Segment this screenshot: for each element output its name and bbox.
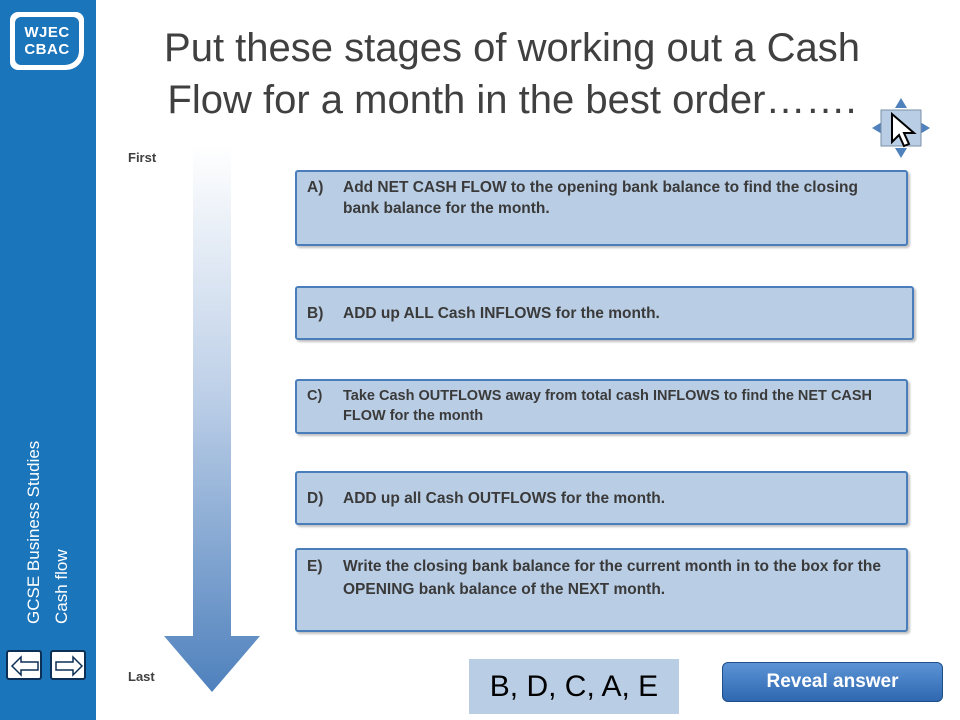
step-letter: D)	[307, 490, 324, 507]
previous-slide-button[interactable]	[6, 650, 42, 680]
step-card-c[interactable]: C) Take Cash OUTFLOWS away from total ca…	[295, 379, 908, 434]
subject-label: GCSE Business Studies	[24, 440, 43, 624]
left-arrow-icon	[10, 655, 39, 677]
wjec-cbac-logo: WJEC CBAC	[10, 12, 84, 70]
step-card-d[interactable]: D) ADD up all Cash OUTFLOWS for the mont…	[295, 471, 908, 525]
step-text: Add NET CASH FLOW to the opening bank ba…	[343, 179, 858, 217]
slide-title: Put these stages of working out a Cash F…	[132, 22, 892, 126]
step-text: ADD up ALL Cash INFLOWS for the month.	[343, 305, 660, 322]
step-letter: E)	[307, 558, 323, 575]
step-text: Take Cash OUTFLOWS away from total cash …	[343, 388, 873, 424]
step-letter: A)	[307, 179, 324, 196]
answer-box: B, D, C, A, E	[469, 659, 679, 714]
next-slide-button[interactable]	[50, 650, 86, 680]
step-letter: C)	[307, 388, 323, 404]
title-line-1: Put these stages of working out a Cash	[164, 26, 860, 70]
logo-text-cbac: CBAC	[24, 41, 70, 58]
step-card-a[interactable]: A) Add NET CASH FLOW to the opening bank…	[295, 170, 908, 246]
logo-text-wjec: WJEC	[24, 24, 70, 41]
drag-move-icon	[872, 98, 930, 158]
topic-label: Cash flow	[52, 549, 71, 624]
step-letter: B)	[307, 305, 324, 322]
step-text: ADD up all Cash OUTFLOWS for the month.	[343, 490, 666, 507]
first-label: First	[128, 150, 157, 165]
sidebar: WJEC CBAC GCSE Business Studies Cash flo…	[0, 0, 96, 720]
last-label: Last	[128, 669, 155, 684]
step-card-e[interactable]: E) Write the closing bank balance for th…	[295, 548, 908, 632]
reveal-answer-button[interactable]: Reveal answer	[722, 662, 943, 702]
title-line-2: Flow for a month in the best order…….	[167, 78, 857, 122]
order-down-arrow-icon	[164, 146, 260, 692]
right-arrow-icon	[55, 655, 84, 677]
step-card-b[interactable]: B) ADD up ALL Cash INFLOWS for the month…	[295, 286, 914, 340]
step-text: Write the closing bank balance for the c…	[343, 558, 881, 598]
